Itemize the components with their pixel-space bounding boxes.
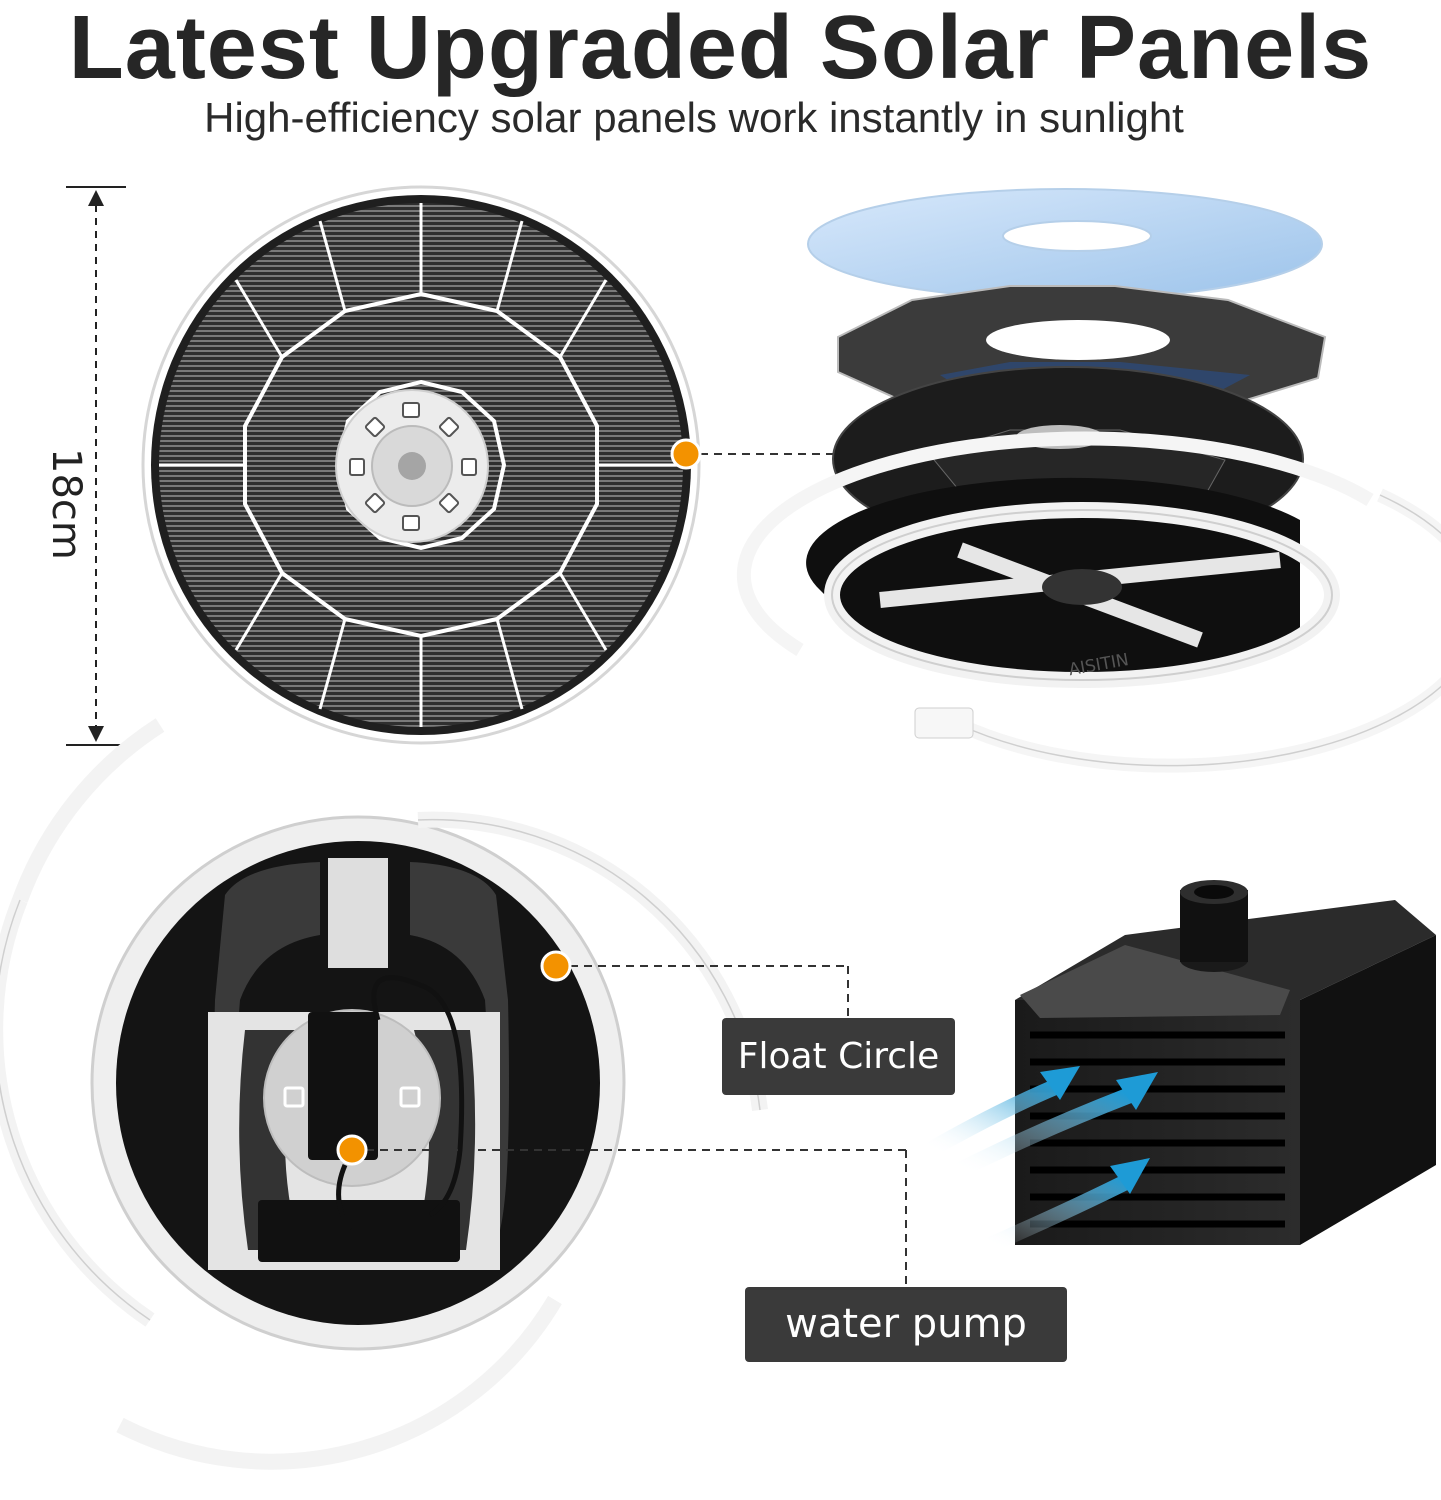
water-flow-arrows [926,1066,1158,1253]
float-circle-bottom-view [0,718,768,1470]
dimension-indicator [66,186,126,746]
solar-panel-top-view [141,185,701,745]
water-pump-callout [336,1134,907,1287]
subheadline: High-efficiency solar panels work instan… [204,94,1184,141]
exploded-view [736,188,1441,773]
headline: Latest Upgraded Solar Panels [68,0,1373,98]
float-circle-tag: Float Circle [722,1018,955,1095]
dimension-label: 18cm [43,448,89,560]
water-pump-tag: water pump [745,1287,1067,1362]
water-pump-illustration [1015,880,1436,1245]
float-circle-callout [540,950,849,1018]
panel-callout [670,438,932,470]
